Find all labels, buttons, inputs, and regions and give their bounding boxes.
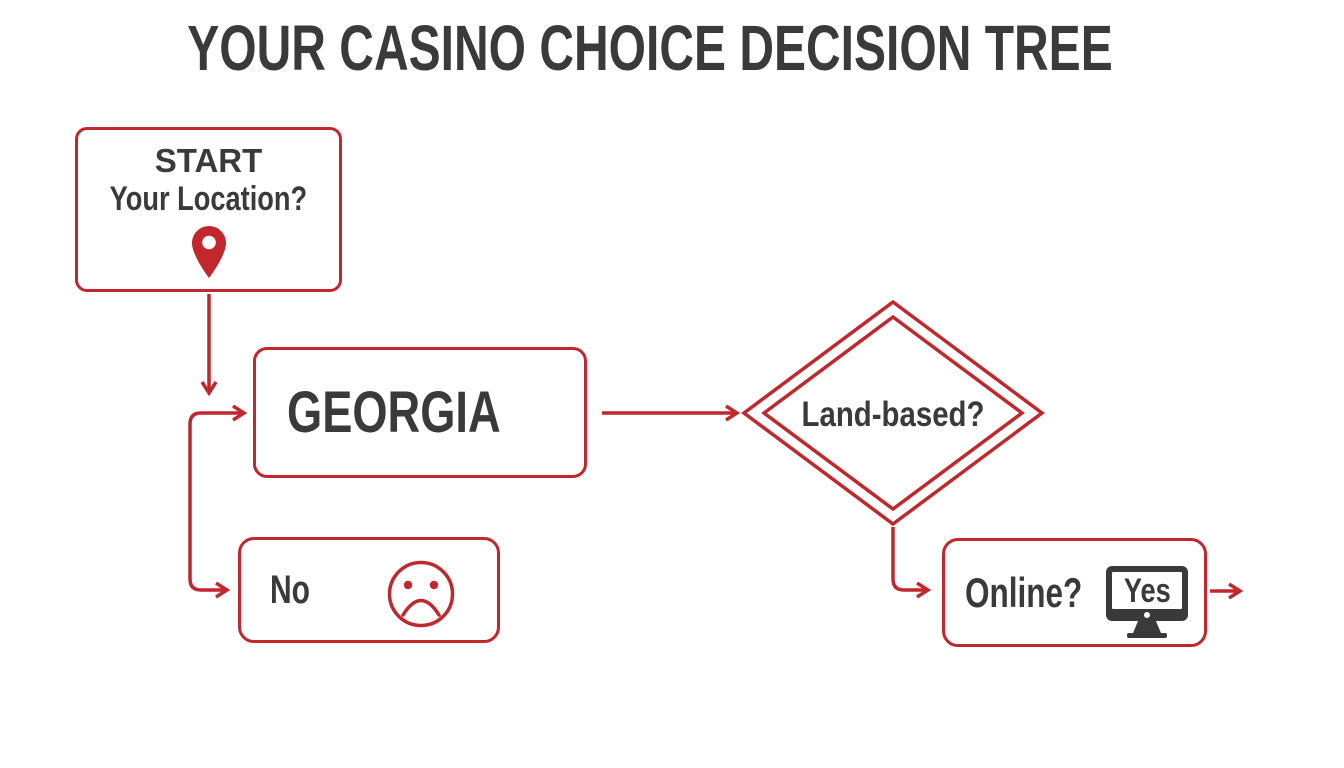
monitor-screen: Yes <box>1106 566 1188 621</box>
node-start: START Your Location? <box>75 127 342 292</box>
landbased-question: Land-based? <box>801 395 985 434</box>
node-online: Online? Yes <box>942 538 1207 647</box>
page-title: YOUR CASINO CHOICE DECISION TREE <box>187 12 1113 84</box>
monitor-power-dot <box>1144 612 1150 618</box>
node-no: No <box>238 537 500 643</box>
online-question: Online? <box>965 568 1083 616</box>
computer-monitor-icon: Yes <box>1106 566 1188 638</box>
no-label: No <box>270 568 310 612</box>
edge-junction-branch <box>188 413 243 590</box>
start-title: START <box>154 142 263 179</box>
start-question: Your Location? <box>109 180 308 219</box>
sad-face-icon <box>386 559 456 629</box>
online-answer-label: Yes <box>1123 571 1171 610</box>
monitor-stand-neck <box>1133 621 1161 633</box>
node-georgia: GEORGIA <box>253 347 587 478</box>
georgia-label: GEORGIA <box>287 379 501 445</box>
edge-landbased-to-online <box>891 527 927 590</box>
location-pin-icon <box>191 225 226 278</box>
monitor-stand-base <box>1127 633 1167 638</box>
monitor-screen-display: Yes <box>1112 572 1182 609</box>
